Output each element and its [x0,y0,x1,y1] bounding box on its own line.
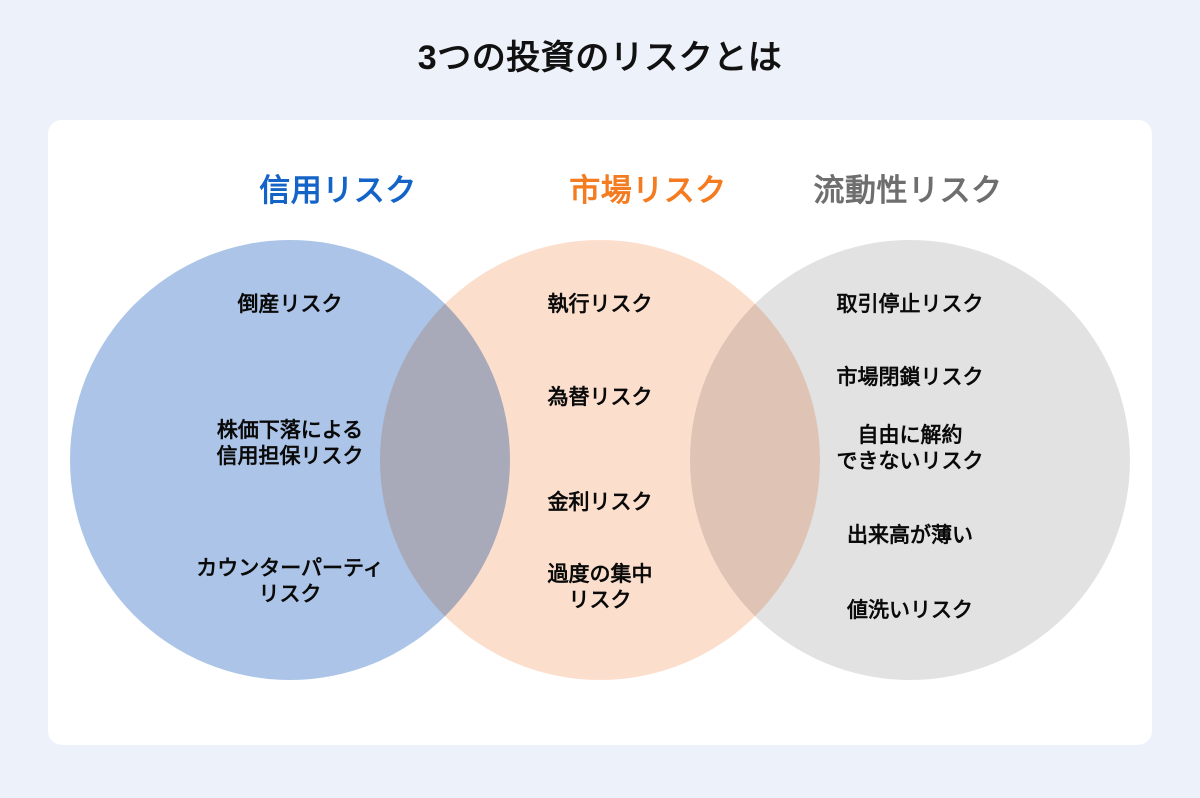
venn-diagram [48,120,1152,745]
venn-headings: 信用リスク 市場リスク 流動性リスク [48,165,1152,225]
market-risk-item-2: 為替リスク [547,386,653,409]
liquidity-risk-item-2: 市場閉鎖リスク [836,366,984,389]
venn-circle-liquidity [690,240,1130,680]
liquidity-risk-item-1: 取引停止リスク [836,293,984,316]
market-risk-item-3: 金利リスク [547,491,653,514]
heading-liquidity-risk: 流動性リスク [813,173,1003,208]
liquidity-risk-item-5: 値洗いリスク [847,599,973,622]
liquidity-risk-item-4: 出来高が薄い [847,524,973,547]
venn-labels: 倒産リスク 株価下落による 信用担保リスク カウンターパーティ リスク 執行リス… [48,120,1152,745]
credit-risk-item-3: カウンターパーティ リスク [196,557,384,607]
credit-risk-item-2: 株価下落による 信用担保リスク [216,419,364,469]
heading-market-risk: 市場リスク [569,173,727,208]
diagram-card: 信用リスク 市場リスク 流動性リスク 倒産リスク 株価下落による 信用担保リスク… [48,120,1152,745]
heading-credit-risk: 信用リスク [259,173,417,208]
market-risk-item-1: 執行リスク [547,293,653,316]
market-risk-item-4: 過度の集中 リスク [547,563,653,613]
credit-risk-item-1: 倒産リスク [237,293,343,316]
liquidity-risk-item-3: 自由に解約 できないリスク [836,424,984,474]
page-title: 3つの投資のリスクとは [417,39,783,77]
